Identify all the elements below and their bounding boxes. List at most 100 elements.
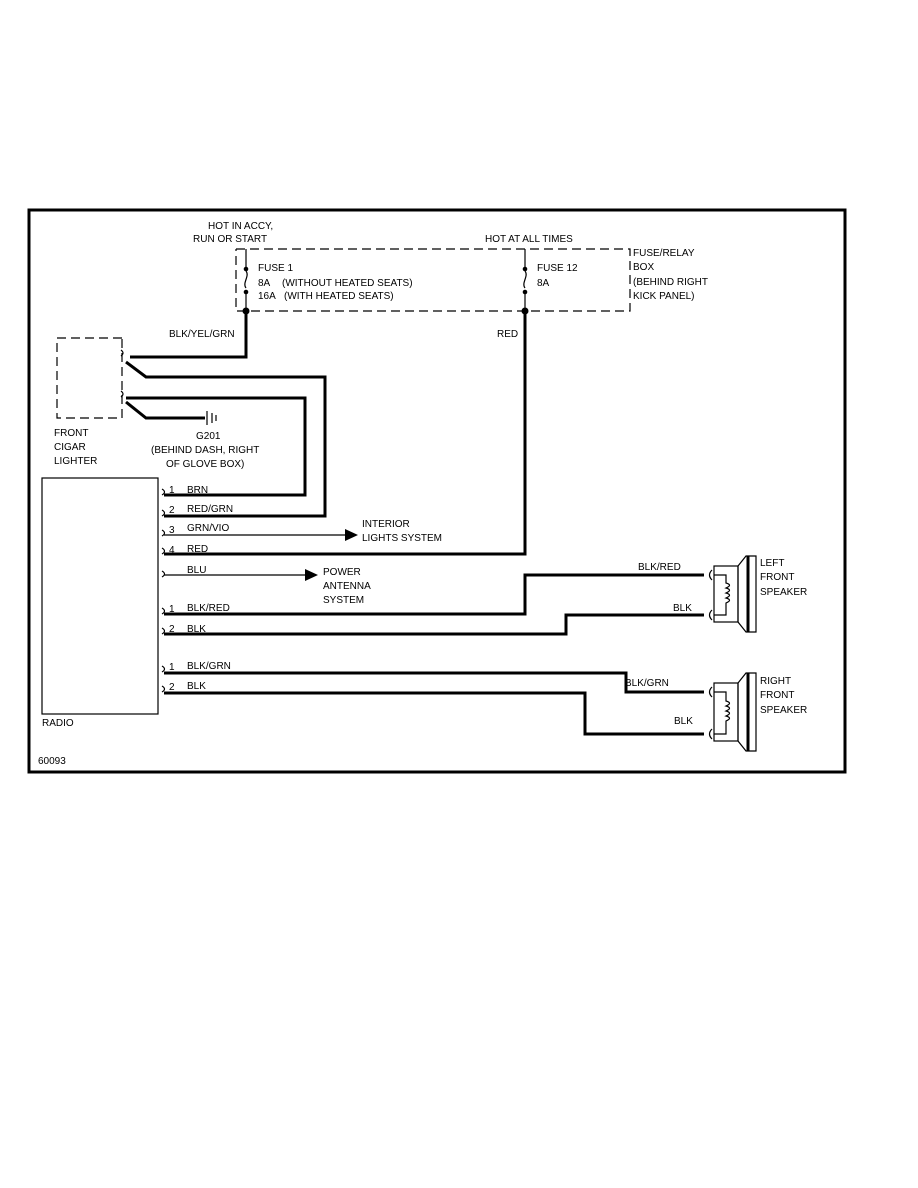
radio-pin-color: RED/GRN	[187, 504, 233, 515]
ground-name: G201	[196, 431, 221, 442]
fuse-1-terminal-top	[243, 266, 249, 272]
fuse-1-rating-b: 16A	[258, 291, 276, 302]
radio-pin-num: 1	[169, 662, 175, 673]
fuse-1-note-b: (WITH HEATED SEATS)	[284, 291, 394, 302]
cigar-lighter-label-2: CIGAR	[54, 442, 86, 453]
radio-pin-color: BLK/RED	[187, 603, 230, 614]
radio-pin-num: 4	[169, 545, 175, 556]
wire-right-blk	[164, 691, 704, 736]
ground-location-1: (BEHIND DASH, RIGHT	[151, 445, 259, 456]
wire-left-blk-red	[164, 573, 704, 616]
fuse-box-label-1: FUSE/RELAY	[633, 248, 695, 259]
radio-pin-color: BLK/GRN	[187, 661, 231, 672]
wire-left-blk	[164, 613, 704, 636]
fuse-12-name: FUSE 12	[537, 263, 578, 274]
radio-connector-2	[161, 509, 166, 517]
radio-pin-num: 1	[169, 604, 175, 615]
right-speaker-label-1: RIGHT	[760, 676, 791, 687]
arrow-power-antenna	[305, 569, 318, 581]
radio-pin-color: BLK	[187, 681, 206, 692]
radio-connector-1	[161, 488, 166, 496]
fuse-box-label-3: (BEHIND RIGHT	[633, 277, 708, 288]
left-speaker-label-3: SPEAKER	[760, 587, 807, 598]
right-speaker-label-3: SPEAKER	[760, 705, 807, 716]
hot-accy-label-2: RUN OR START	[193, 234, 267, 245]
wire-red-fuse12	[164, 311, 527, 556]
interior-lights-label-1: INTERIOR	[362, 519, 410, 530]
radio-pin-color: BLU	[187, 565, 206, 576]
fuse-12-rating: 8A	[537, 278, 550, 289]
radio-connector-rf2	[161, 685, 166, 693]
left-speaker-wire2-label: BLK	[673, 603, 692, 614]
fuse-box-outline	[235, 248, 631, 312]
radio-body	[41, 477, 159, 715]
left-speaker-wire1-label: BLK/RED	[638, 562, 681, 573]
ground-location-2: OF GLOVE BOX)	[166, 459, 244, 470]
wire-red-label: RED	[497, 329, 518, 340]
ground-g201: G201 (BEHIND DASH, RIGHT OF GLOVE BOX)	[151, 411, 259, 470]
fuse-1-name: FUSE 1	[258, 263, 293, 274]
cigar-lighter-label-3: LIGHTER	[54, 456, 97, 467]
cigar-lighter-connector-2	[120, 390, 124, 398]
radio-pin-num: 2	[169, 505, 175, 516]
diagram-frame	[27, 208, 847, 774]
radio-connector-4	[161, 547, 166, 555]
right-front-speaker: RIGHT FRONT SPEAKER	[708, 672, 807, 752]
right-speaker-connector-2	[708, 728, 713, 740]
right-speaker-cone	[737, 672, 757, 752]
right-speaker-connector-1	[708, 686, 713, 698]
wire-red-grn	[125, 360, 327, 518]
wire-right-blk-grn	[164, 671, 704, 694]
figure-id: 60093	[38, 756, 66, 767]
left-speaker-label-2: FRONT	[760, 572, 794, 583]
fuse-12-element	[523, 270, 527, 289]
fuse-relay-box: HOT IN ACCY, RUN OR START HOT AT ALL TIM…	[193, 221, 708, 315]
right-speaker-label-2: FRONT	[760, 690, 794, 701]
fuse-1-terminal-bottom	[243, 289, 249, 295]
right-speaker-coil	[714, 691, 731, 735]
fuse-1-element	[244, 270, 248, 289]
radio-pin-num: 3	[169, 525, 175, 536]
radio-label: RADIO	[42, 718, 74, 729]
wire-ground-g201	[125, 400, 205, 420]
left-speaker-connector-2	[708, 609, 713, 621]
fuse-12-terminal-bottom	[522, 289, 528, 295]
left-front-speaker: LEFT FRONT SPEAKER	[708, 555, 807, 633]
left-speaker-label-1: LEFT	[760, 558, 784, 569]
fuse-box-label-4: KICK PANEL)	[633, 291, 695, 302]
left-speaker-coil	[714, 574, 731, 616]
interior-lights-label-2: LIGHTS SYSTEM	[362, 533, 442, 544]
radio-connector-3	[161, 529, 166, 537]
radio-pin-color: BLK	[187, 624, 206, 635]
fuse-12-terminal-top	[522, 266, 528, 272]
power-antenna-label-3: SYSTEM	[323, 595, 364, 606]
radio-pin-num: 2	[169, 624, 175, 635]
fuse-12: FUSE 12 8A	[522, 249, 578, 311]
power-antenna-label-1: POWER	[323, 567, 361, 578]
radio-pin-color: GRN/VIO	[187, 523, 229, 534]
radio: RADIO 1 BRN 2 RED/GRN 3 GRN/VIO 4 RED BL…	[41, 477, 233, 729]
radio-connector-lf1	[161, 607, 166, 615]
right-speaker-wire2-label: BLK	[674, 716, 693, 727]
cigar-lighter-label-1: FRONT	[54, 428, 88, 439]
fuse-1-rating-a: 8A	[258, 278, 271, 289]
radio-pin-color: BRN	[187, 485, 208, 496]
radio-pin-num: 2	[169, 682, 175, 693]
cigar-lighter-outline	[56, 337, 123, 419]
radio-connector-lf2	[161, 627, 166, 635]
radio-connector-blu	[161, 570, 166, 578]
wire-blk-yel-grn-label: BLK/YEL/GRN	[169, 329, 235, 340]
radio-pin-color: RED	[187, 544, 208, 555]
hot-all-times-label: HOT AT ALL TIMES	[485, 234, 573, 245]
left-speaker-connector-1	[708, 569, 713, 581]
wire-brn	[126, 396, 307, 497]
cigar-lighter-connector-1	[120, 349, 124, 357]
power-antenna-label-2: ANTENNA	[323, 581, 371, 592]
right-speaker-wire1-label: BLK/GRN	[625, 678, 669, 689]
left-speaker-cone	[737, 555, 757, 633]
hot-accy-label-1: HOT IN ACCY,	[208, 221, 273, 232]
fuse-1: FUSE 1 8A (WITHOUT HEATED SEATS) 16A (WI…	[243, 249, 413, 311]
radio-connector-rf1	[161, 665, 166, 673]
fuse-box-label-2: BOX	[633, 262, 654, 273]
